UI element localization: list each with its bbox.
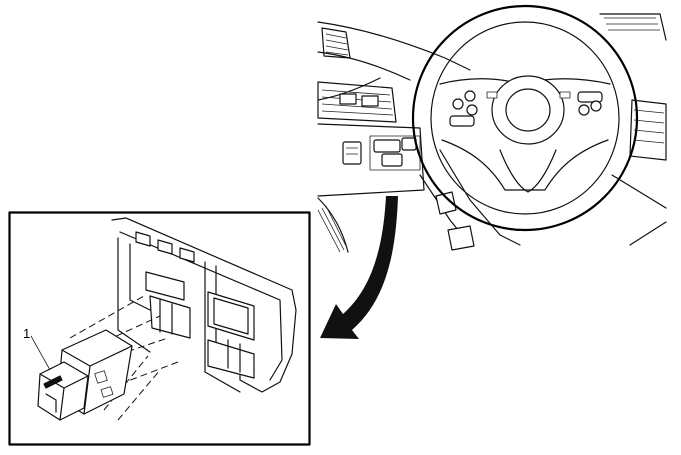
air-vent-left [321,27,351,59]
callout-1: 1 [23,326,51,371]
switch-bezel [111,217,297,393]
pedals [435,191,475,251]
callout-1-label: 1 [23,326,30,341]
air-vent-center [317,81,397,123]
steering-wheel-left-controls [449,90,498,127]
dash-switch-panel [317,123,425,197]
removed-switch-part [37,329,133,421]
air-vent-right [599,13,667,161]
steering-wheel-right-controls [559,91,603,116]
steering-wheel [411,4,639,232]
zoom-indicator-arrow [320,196,398,339]
detail-view: 1 [8,211,311,446]
dashboard-overview [317,4,667,253]
detail-view-frame [8,211,311,446]
